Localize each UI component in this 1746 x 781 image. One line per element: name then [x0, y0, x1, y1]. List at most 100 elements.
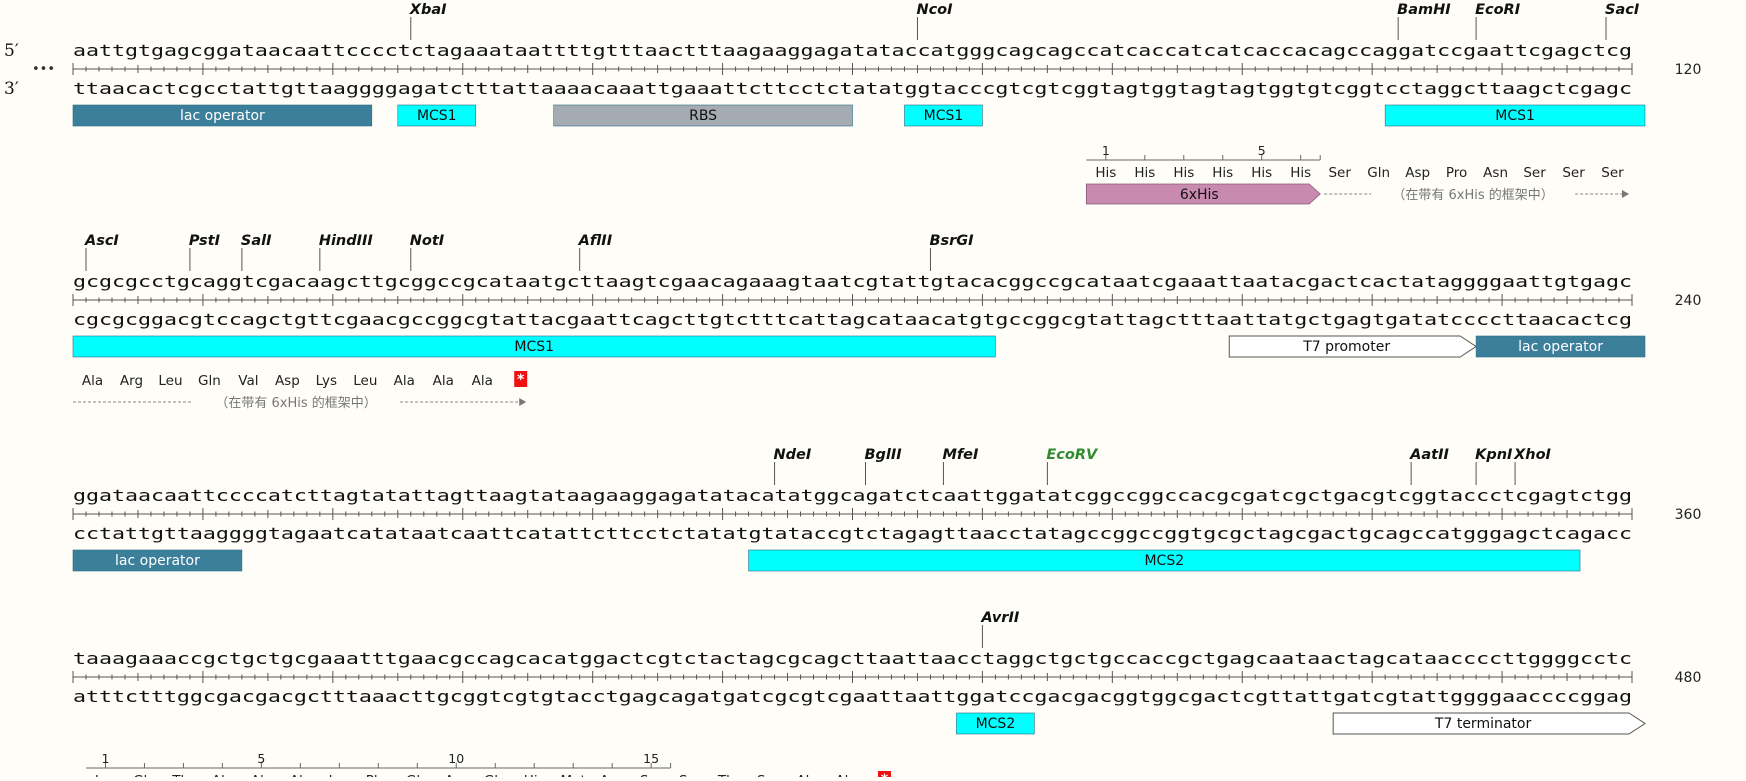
amino-acid: Thr [171, 773, 195, 777]
bottom-strand-sequence: cctattgttaaggggtagaatcatataatcaattcatatt… [73, 524, 1632, 543]
amino-acid: Arg [445, 773, 468, 777]
enzyme-label[interactable]: EcoRV [1046, 447, 1099, 463]
enzyme-label[interactable]: HindIII [319, 233, 374, 249]
amino-acid: Pro [1446, 165, 1467, 181]
amino-acid: Ser [757, 773, 780, 777]
enzyme-label[interactable]: SalI [241, 233, 272, 249]
in-frame-arrowhead [519, 398, 527, 406]
feature-label: lac operator [1518, 339, 1603, 355]
amino-acid: Asp [600, 773, 625, 777]
feature-label: MCS2 [1144, 553, 1184, 569]
stop-codon-marker [877, 771, 891, 781]
amino-acid: Met [561, 773, 586, 777]
mcs2-feature[interactable] [956, 712, 1035, 735]
amino-acid: Ala [290, 773, 311, 777]
bottom-strand-sequence: atttctttggcgacgacgctttaaacttgcggtcgtgtac… [73, 687, 1632, 706]
stop-codon-star: * [517, 372, 525, 388]
bottom-strand-sequence: cgcgcggacgtccagctgttcgaacgccggcgtattacga… [73, 310, 1632, 329]
lac-operator-feature[interactable] [1475, 335, 1646, 358]
tag-feature[interactable] [1085, 183, 1321, 205]
more-sequence-ellipsis[interactable]: ••• [32, 62, 55, 77]
position-label: 120 [1675, 62, 1702, 78]
top-strand-sequence: gcgcgcctgcaggtcgacaagcttgcggccgcataatgct… [73, 272, 1632, 291]
amino-acid: Ala [472, 373, 493, 389]
enzyme-label[interactable]: NdeI [774, 447, 812, 463]
enzyme-label[interactable]: NcoI [916, 2, 953, 18]
enzyme-label[interactable]: AatII [1409, 447, 1449, 463]
enzyme-label[interactable]: SacI [1605, 2, 1640, 18]
amino-acid: Ala [82, 373, 103, 389]
residue-number: 10 [448, 751, 464, 766]
amino-acid: Arg [120, 373, 143, 389]
residue-number: 5 [1258, 143, 1266, 158]
amino-acid: Ala [251, 773, 272, 777]
mcs1-feature[interactable] [397, 104, 477, 127]
amino-acid: His [1173, 165, 1194, 181]
enzyme-label[interactable]: EcoRI [1475, 2, 1521, 18]
position-label: 480 [1675, 670, 1702, 686]
feature-label: MCS1 [514, 339, 554, 355]
in-frame-note: （在带有 6xHis 的框架中） [215, 395, 376, 411]
mcs2-feature[interactable] [748, 549, 1581, 572]
feature-label: T7 terminator [1434, 716, 1532, 732]
amino-acid: His [1251, 165, 1272, 181]
amino-acid: Gln [198, 373, 221, 389]
enzyme-label[interactable]: XhoI [1513, 447, 1551, 463]
enzyme-label[interactable]: AvrII [980, 610, 1019, 626]
amino-acid: His [524, 773, 545, 777]
amino-acid: Glu [406, 773, 429, 777]
feature-label: lac operator [115, 553, 200, 569]
enzyme-label[interactable]: MfeI [942, 447, 979, 463]
feature-label: MCS1 [1495, 108, 1535, 124]
amino-acid: Thr [717, 773, 741, 777]
amino-acid: Ser [1328, 165, 1351, 181]
amino-acid: Leu [353, 373, 377, 389]
amino-acid: Phe [366, 773, 391, 777]
mcs1-feature[interactable] [72, 335, 996, 358]
five-prime-label: 5′ [4, 41, 19, 61]
residue-number: 15 [643, 751, 659, 766]
lac-operator-feature[interactable] [72, 549, 243, 572]
tag-label: 6xHis [1180, 187, 1219, 203]
position-label: 360 [1675, 507, 1702, 523]
amino-acid: Asp [275, 373, 300, 389]
amino-acid: Lys [329, 773, 350, 777]
rbs-feature[interactable] [553, 104, 853, 127]
amino-acid: Ala [394, 373, 415, 389]
mcs1-feature[interactable] [904, 104, 983, 127]
enzyme-label[interactable]: NotI [410, 233, 445, 249]
amino-acid: Ala [835, 773, 856, 777]
amino-acid: Ala [433, 373, 454, 389]
amino-acid: Gln [484, 773, 507, 777]
feature-label: T7 promoter [1302, 339, 1390, 355]
enzyme-label[interactable]: BsrGI [929, 233, 974, 249]
t7-terminator-feature[interactable] [1332, 712, 1646, 735]
amino-acid: His [1212, 165, 1233, 181]
amino-acid: Asn [1483, 165, 1508, 181]
amino-acid: His [1095, 165, 1116, 181]
feature-label: MCS2 [976, 716, 1016, 732]
amino-acid: Lys [316, 373, 337, 389]
amino-acid: Ala [212, 773, 233, 777]
enzyme-label[interactable]: KpnI [1475, 447, 1513, 463]
enzyme-label[interactable]: XbaI [409, 2, 447, 18]
lac-operator-feature[interactable] [72, 104, 373, 127]
feature-label: MCS1 [924, 108, 964, 124]
feature-label: RBS [689, 108, 717, 124]
enzyme-label[interactable]: AscI [84, 233, 119, 249]
amino-acid: His [1134, 165, 1155, 181]
residue-number: 1 [102, 751, 110, 766]
enzyme-label[interactable]: BglII [864, 447, 902, 463]
enzyme-label[interactable]: BamHI [1397, 2, 1451, 18]
bottom-strand-sequence: ttaacactcgcctattgttaaggggagatctttattaaaa… [73, 79, 1632, 98]
in-frame-note: （在带有 6xHis 的框架中） [1392, 187, 1553, 203]
mcs1-feature[interactable] [1384, 104, 1646, 127]
position-label: 240 [1675, 293, 1702, 309]
t7-promoter-feature[interactable] [1228, 335, 1478, 358]
amino-acid: Lys [95, 773, 116, 777]
enzyme-label[interactable]: AflII [578, 233, 613, 249]
enzyme-label[interactable]: PstI [189, 233, 221, 249]
amino-acid: Leu [158, 373, 182, 389]
three-prime-label: 3′ [4, 79, 19, 99]
